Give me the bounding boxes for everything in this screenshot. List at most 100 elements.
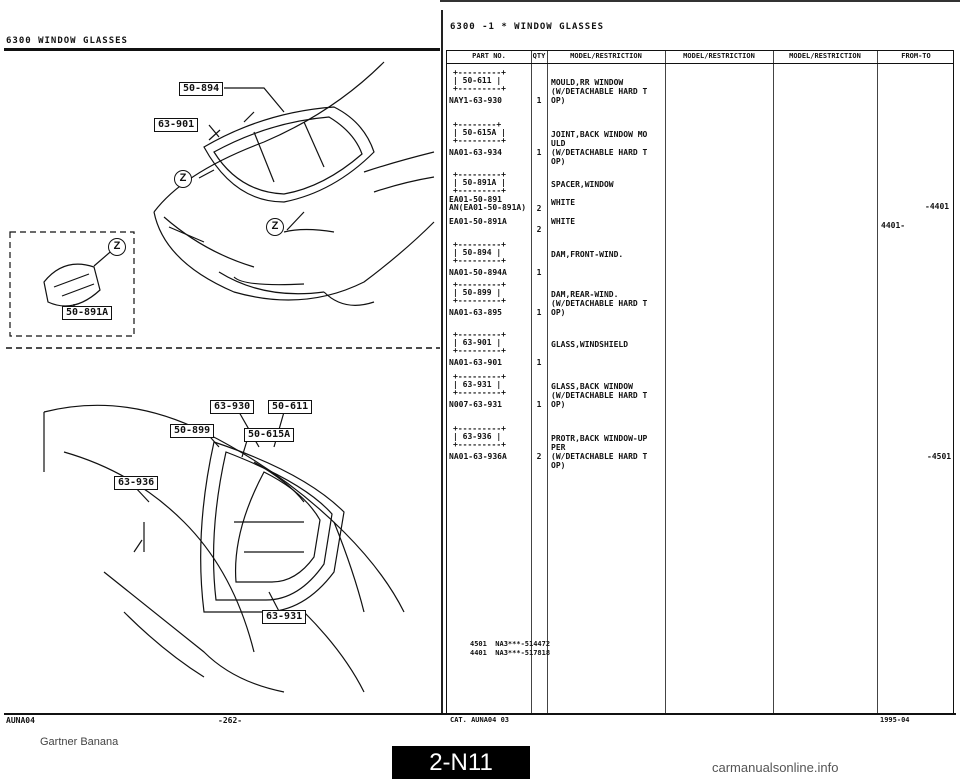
part-number: NA01-50-894A (449, 268, 507, 277)
page-divider (441, 10, 443, 715)
part-number: EA01-50-891 AN(EA01-50-891A) (449, 195, 527, 212)
ref-box-border: +---------+ (453, 296, 506, 305)
from-to: 4401- (881, 221, 906, 230)
quantity: 1 (536, 96, 542, 105)
description: JOINT,BACK WINDOW MO ULD (W/DETACHABLE H… (551, 130, 648, 166)
callout-50-891A: 50-891A (62, 306, 113, 320)
callout-50-611: 50-611 (268, 400, 313, 414)
quantity: 2 (536, 204, 542, 213)
description: GLASS,WINDSHIELD (551, 340, 629, 349)
header-from-to: FROM-TO (901, 52, 931, 60)
catalog-code: AUNA04 (6, 716, 35, 725)
callout-63-930: 63-930 (210, 400, 255, 414)
description: WHITE (551, 217, 576, 226)
zmark-inset: Z (108, 238, 126, 256)
date-stamp: 1995-04 (880, 716, 910, 724)
quantity: 1 (536, 358, 542, 367)
description: MOULD,RR WINDOW (W/DETACHABLE HARD T OP) (551, 78, 648, 105)
header-qty: QTY (532, 52, 546, 60)
ref-box-label: 50-615A (462, 128, 497, 137)
zmark-top-right: Z (266, 218, 284, 236)
left-title-rule (4, 48, 440, 51)
ref-box-border: +---------+ (453, 170, 506, 179)
from-to: -4401 (925, 202, 950, 211)
serial-footnotes: 4501 NA3***-514472 4401 NA3***-517818 (470, 640, 551, 657)
ref-box-border: +---------+ (453, 440, 506, 449)
ref-box-label: 50-894 (462, 248, 492, 257)
header-model-3: MODEL/RESTRICTION (789, 52, 861, 60)
ref-box: | 50-891A | (453, 178, 506, 187)
right-page-title: 6300 -1 * WINDOW GLASSES (450, 22, 605, 32)
header-part-no: PART NO. (472, 52, 506, 60)
ref-box-label: 50-611 (462, 76, 492, 85)
callout-63-931: 63-931 (262, 610, 307, 624)
table-header: PART NO. QTY MODEL/RESTRICTION MODEL/RES… (447, 51, 953, 64)
quantity: 1 (536, 308, 542, 317)
ref-box: | 63-931 | (453, 380, 502, 389)
ref-box-border: +---------+ (453, 256, 506, 265)
ref-box-label: 50-891A (462, 178, 497, 187)
scanner-watermark: Gartner Banana (40, 736, 119, 748)
ref-box: | 63-936 | (453, 432, 502, 441)
left-page-number: -262- (218, 716, 243, 725)
ref-box-border: +---------+ (453, 372, 506, 381)
ref-box: | 50-899 | (453, 288, 502, 297)
ref-box-label: 50-899 (462, 288, 492, 297)
description: GLASS,BACK WINDOW (W/DETACHABLE HARD T O… (551, 382, 648, 409)
catalog-reference: CAT. AUNA04 03 (450, 716, 510, 724)
part-number: NAY1-63-930 (449, 96, 502, 105)
header-model-2: MODEL/RESTRICTION (683, 52, 755, 60)
header-model-1: MODEL/RESTRICTION (570, 52, 642, 60)
ref-box-border: +---------+ (453, 330, 506, 339)
site-watermark: carmanualsonline.info (712, 760, 839, 775)
part-number: NA01-63-934 (449, 148, 502, 157)
ref-box-border: +--------+ (453, 120, 502, 129)
ref-box: | 50-894 | (453, 248, 502, 257)
callout-50-615A: 50-615A (244, 428, 295, 442)
zmark-top-left: Z (174, 170, 192, 188)
description: PROTR,BACK WINDOW-UP PER (W/DETACHABLE H… (551, 434, 648, 470)
ref-box-label: 63-931 (462, 380, 492, 389)
ref-box-label: 63-901 (462, 338, 492, 347)
description: DAM,FRONT-WIND. (551, 250, 624, 259)
col-divider (773, 51, 774, 713)
ref-box-border: +---------+ (453, 240, 506, 249)
callout-50-899: 50-899 (170, 424, 215, 438)
ref-box: | 50-615A | (453, 128, 506, 137)
bottom-rule (4, 713, 956, 715)
ref-box: | 63-901 | (453, 338, 502, 347)
col-divider (531, 51, 532, 713)
page-tab: 2-N11 (392, 746, 530, 779)
part-number: EA01-50-891A (449, 217, 507, 226)
ref-box-border: +---------+ (453, 136, 506, 145)
part-number: NA01-63-936A (449, 452, 507, 461)
col-divider (877, 51, 878, 713)
quantity: 2 (536, 452, 542, 461)
quantity: 2 (536, 225, 542, 234)
ref-box-border: +---------+ (453, 280, 506, 289)
callout-63-936: 63-936 (114, 476, 159, 490)
ref-box: | 50-611 | (453, 76, 502, 85)
col-divider (665, 51, 666, 713)
quantity: 1 (536, 148, 542, 157)
part-number: N007-63-931 (449, 400, 502, 409)
description: DAM,REAR-WIND. (W/DETACHABLE HARD T OP) (551, 290, 648, 317)
ref-box-border: +---------+ (453, 186, 506, 195)
ref-box-label: 63-936 (462, 432, 492, 441)
part-number: NA01-63-895 (449, 308, 502, 317)
ref-box-border: +---------+ (453, 68, 506, 77)
ref-box-border: +---------+ (453, 388, 506, 397)
parts-table: PART NO. QTY MODEL/RESTRICTION MODEL/RES… (446, 50, 954, 714)
diagram-drawing (6, 61, 440, 693)
ref-box-border: +---------+ (453, 424, 506, 433)
part-number: NA01-63-901 (449, 358, 502, 367)
ref-box-border: +---------+ (453, 346, 506, 355)
callout-50-894: 50-894 (179, 82, 224, 96)
from-to: -4501 (927, 452, 952, 461)
left-page-title: 6300 WINDOW GLASSES (6, 36, 128, 46)
quantity: 1 (536, 400, 542, 409)
callout-63-901: 63-901 (154, 118, 199, 132)
exploded-diagram: 50-894 63-901 Z Z Z 50-891A 63-930 50-61… (4, 52, 440, 707)
col-divider (547, 51, 548, 713)
description: SPACER,WINDOW WHITE (551, 180, 614, 207)
